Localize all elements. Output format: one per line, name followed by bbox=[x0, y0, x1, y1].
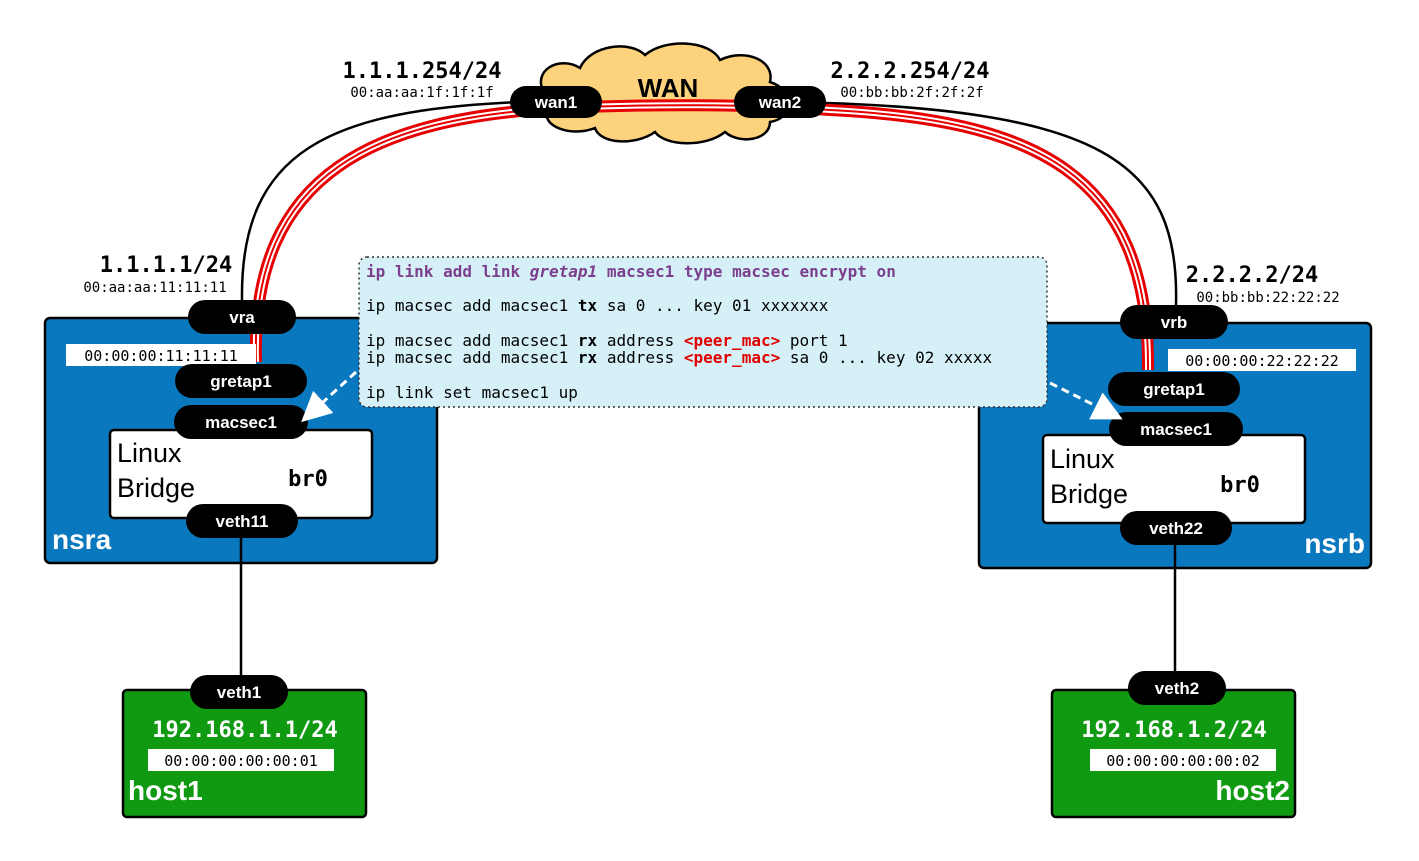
veth2-label: veth2 bbox=[1155, 679, 1199, 698]
host2-mac: 00:00:00:00:00:02 bbox=[1106, 752, 1260, 770]
nsrb-gretap-mac: 00:00:00:22:22:22 bbox=[1185, 352, 1339, 370]
host1-ip: 192.168.1.1/24 bbox=[152, 718, 337, 743]
vrb-interface[interactable]: vrb bbox=[1120, 305, 1228, 339]
wan1-interface[interactable]: wan1 bbox=[510, 86, 602, 118]
veth1-label: veth1 bbox=[217, 683, 261, 702]
veth11-label: veth11 bbox=[216, 512, 269, 531]
arrow-to-nsra-macsec1 bbox=[301, 370, 358, 423]
nsra-gretap-mac: 00:00:00:11:11:11 bbox=[84, 347, 238, 365]
nsrb-gretap-mac-box: 00:00:00:22:22:22 bbox=[1168, 349, 1356, 371]
nsra-gretap-mac-box: 00:00:00:11:11:11 bbox=[66, 344, 256, 366]
nsrb-bridge-line2: Bridge bbox=[1050, 479, 1128, 509]
wan1-label: wan1 bbox=[534, 93, 578, 112]
vra-mac: 00:aa:aa:11:11:11 bbox=[83, 280, 226, 296]
macsec-command-callout: ip link add link gretap1 macsec1 type ma… bbox=[358, 256, 1048, 408]
vra-interface[interactable]: vra bbox=[188, 300, 296, 334]
host1-mac: 00:00:00:00:00:01 bbox=[164, 752, 318, 770]
nsra-bridge: Linux Bridge br0 bbox=[108, 428, 374, 520]
host2-box: 192.168.1.2/24 00:00:00:00:00:02 host2 bbox=[1050, 688, 1297, 819]
gretap-tunnel bbox=[249, 99, 1155, 371]
wan2-label: wan2 bbox=[758, 93, 802, 112]
nsra-label: nsra bbox=[52, 524, 112, 555]
link-vrb-wan2 bbox=[789, 100, 1178, 306]
nsra-macsec1-label: macsec1 bbox=[205, 413, 277, 432]
nsrb-bridge-line1: Linux bbox=[1050, 444, 1115, 474]
vra-ip: 1.1.1.1/24 bbox=[100, 253, 232, 278]
nsrb-gretap1-interface[interactable]: gretap1 bbox=[1108, 372, 1240, 406]
vrb-label: vrb bbox=[1161, 313, 1187, 332]
cmd-line5: ip link set macsec1 up bbox=[366, 383, 578, 402]
veth22-label: veth22 bbox=[1149, 519, 1203, 538]
wan1-ip: 1.1.1.254/24 bbox=[343, 59, 502, 84]
nsrb-label: nsrb bbox=[1304, 528, 1365, 559]
nsra-bridge-line1: Linux bbox=[117, 438, 182, 468]
cmd-line4: ip macsec add macsec1 rx address <peer_m… bbox=[366, 348, 993, 367]
wan2-ip: 2.2.2.254/24 bbox=[831, 59, 990, 84]
vrb-ip: 2.2.2.2/24 bbox=[1186, 263, 1318, 288]
nsrb-bridge-name: br0 bbox=[1220, 473, 1260, 498]
nsrb-bridge: Linux Bridge br0 bbox=[1041, 433, 1307, 525]
wan2-interface[interactable]: wan2 bbox=[734, 86, 826, 118]
veth22-interface[interactable]: veth22 bbox=[1120, 511, 1232, 545]
arrow-to-nsrb-macsec1 bbox=[1049, 381, 1123, 420]
nsra-macsec1-interface[interactable]: macsec1 bbox=[174, 405, 308, 439]
wan1-mac: 00:aa:aa:1f:1f:1f bbox=[350, 85, 493, 101]
veth2-interface[interactable]: veth2 bbox=[1128, 671, 1226, 705]
host2-ip: 192.168.1.2/24 bbox=[1081, 718, 1266, 743]
nsra-bridge-line2: Bridge bbox=[117, 473, 195, 503]
host1-box: 192.168.1.1/24 00:00:00:00:00:01 host1 bbox=[121, 688, 368, 819]
vrb-mac: 00:bb:bb:22:22:22 bbox=[1196, 290, 1339, 306]
veth11-interface[interactable]: veth11 bbox=[186, 504, 298, 538]
nsrb-gretap1-label: gretap1 bbox=[1143, 380, 1204, 399]
nsra-gretap1-interface[interactable]: gretap1 bbox=[175, 364, 307, 398]
cmd-line1: ip link add link gretap1 macsec1 type ma… bbox=[366, 262, 896, 281]
nsra-gretap1-label: gretap1 bbox=[210, 372, 271, 391]
link-vra-wan1 bbox=[240, 100, 521, 301]
vra-label: vra bbox=[229, 308, 255, 327]
wan-cloud: WAN bbox=[532, 42, 790, 145]
wan-label: WAN bbox=[638, 73, 699, 103]
host1-label: host1 bbox=[128, 775, 203, 806]
wan2-mac: 00:bb:bb:2f:2f:2f bbox=[840, 85, 983, 101]
nsrb-macsec1-label: macsec1 bbox=[1140, 420, 1212, 439]
veth1-interface[interactable]: veth1 bbox=[190, 675, 288, 709]
cmd-line2: ip macsec add macsec1 tx sa 0 ... key 01… bbox=[366, 296, 829, 315]
host2-label: host2 bbox=[1215, 775, 1290, 806]
nsra-bridge-name: br0 bbox=[288, 467, 328, 492]
cmd-line3: ip macsec add macsec1 rx address <peer_m… bbox=[366, 331, 848, 350]
nsrb-macsec1-interface[interactable]: macsec1 bbox=[1109, 412, 1243, 446]
